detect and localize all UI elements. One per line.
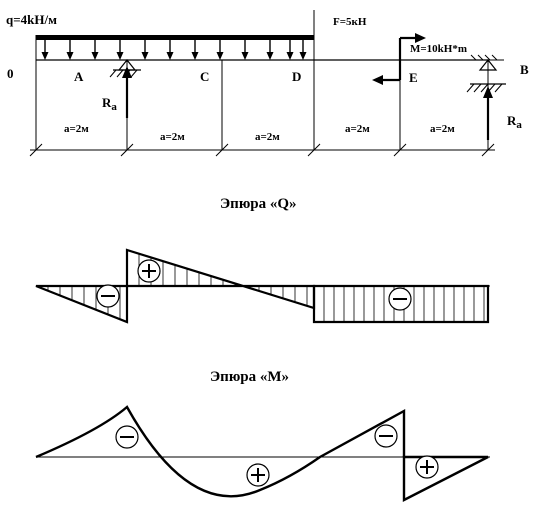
force-f-arrow bbox=[372, 60, 402, 85]
reaction-a-label: Ra bbox=[102, 95, 117, 113]
reaction-b-arrow bbox=[483, 86, 493, 140]
support-b-triangle bbox=[478, 59, 498, 71]
q-sign-plus bbox=[137, 259, 161, 283]
distributed-load-arrows bbox=[41, 40, 307, 60]
reaction-a-arrow bbox=[122, 66, 132, 118]
load-arrow bbox=[299, 40, 307, 60]
m-diagram-title: Эпюра «М» bbox=[210, 369, 289, 385]
point-label-e: E bbox=[409, 70, 418, 85]
point-label-d: D bbox=[292, 69, 301, 84]
m-sign-minus-1 bbox=[115, 425, 139, 449]
span-label-5: a=2м bbox=[430, 123, 455, 135]
q-sign-minus-2 bbox=[388, 287, 412, 311]
beam-scheme: q=4kH/м Ra bbox=[6, 10, 529, 157]
load-arrow bbox=[116, 40, 124, 60]
load-arrow bbox=[41, 40, 49, 60]
load-arrow bbox=[216, 40, 224, 60]
q-region-db bbox=[312, 284, 490, 324]
distributed-load-bar bbox=[36, 35, 314, 40]
m-sign-plus-2 bbox=[415, 455, 439, 479]
load-arrow bbox=[286, 40, 294, 60]
q-diagram-title: Эпюра «Q» bbox=[220, 196, 297, 212]
span-label-2: a=2м bbox=[160, 131, 185, 143]
point-label-c: C bbox=[200, 69, 209, 84]
span-label-4: a=2м bbox=[345, 123, 370, 135]
load-arrow bbox=[241, 40, 249, 60]
m-sign-plus-1 bbox=[246, 463, 270, 487]
moment-m-arrow bbox=[398, 33, 426, 60]
m-sign-minus-2 bbox=[374, 424, 398, 448]
dimension-line bbox=[29, 143, 495, 157]
point-label-o: 0 bbox=[7, 66, 14, 81]
load-arrow bbox=[166, 40, 174, 60]
load-arrow bbox=[91, 40, 99, 60]
distributed-load bbox=[36, 35, 314, 60]
point-label-b: B bbox=[520, 62, 529, 77]
load-arrow bbox=[141, 40, 149, 60]
span-label-3: a=2м bbox=[255, 131, 280, 143]
load-arrow bbox=[191, 40, 199, 60]
force-f-label: F=5кН bbox=[333, 16, 367, 28]
load-arrow bbox=[66, 40, 74, 60]
m-diagram-curve bbox=[35, 405, 406, 498]
q-label: q=4kH/м bbox=[6, 12, 57, 27]
q-sign-minus-1 bbox=[96, 284, 120, 308]
moment-m-label: M=10kH*m bbox=[410, 43, 467, 55]
q-region-oa bbox=[35, 284, 129, 324]
load-arrow bbox=[266, 40, 274, 60]
q-diagram bbox=[35, 248, 490, 324]
span-label-1: a=2м bbox=[64, 123, 89, 135]
m-diagram bbox=[35, 405, 490, 502]
reaction-b-label: Ra bbox=[507, 113, 522, 131]
point-label-a: A bbox=[74, 69, 84, 84]
m-region-eb bbox=[402, 455, 489, 502]
support-b bbox=[466, 54, 506, 93]
